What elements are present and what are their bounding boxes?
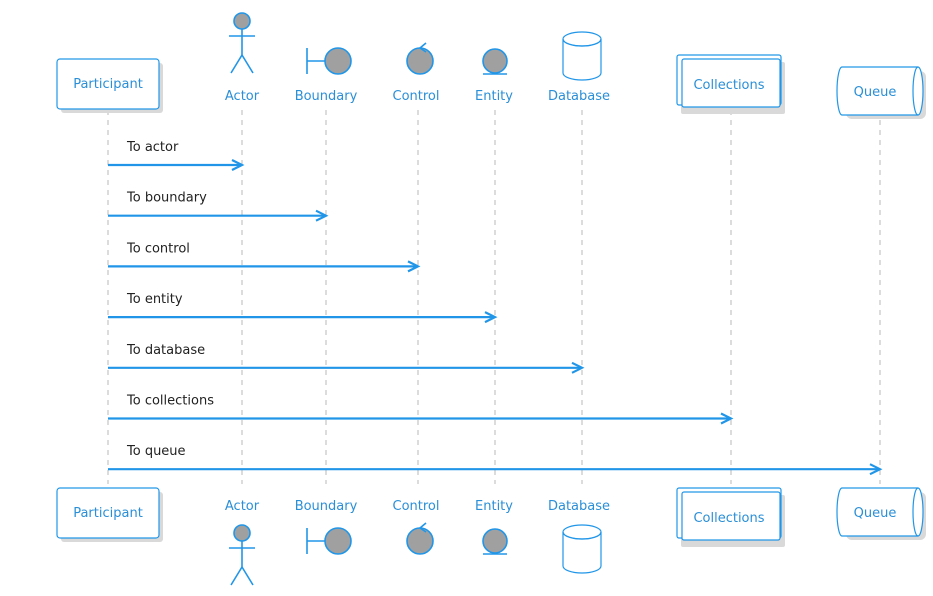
control-icon <box>406 42 434 75</box>
entity-label: Entity <box>475 89 513 104</box>
collections-head-bottom: Collections <box>676 487 785 547</box>
participant-label: Participant <box>73 506 143 521</box>
actor-head-top: Actor <box>225 12 260 104</box>
bottom-participant-heads: Participant Actor Boundary Control Entity Dat… <box>56 487 926 586</box>
arrowhead <box>231 159 245 171</box>
lifelines <box>107 110 881 484</box>
message-label: To database <box>126 343 205 358</box>
control-label: Control <box>393 499 440 514</box>
collections-head-top: Collections <box>676 54 785 114</box>
boundary-icon <box>306 47 352 75</box>
queue-label: Queue <box>854 506 897 521</box>
participant-head-bottom: Participant <box>56 487 163 542</box>
control-label: Control <box>393 89 440 104</box>
boundary-label: Boundary <box>295 89 358 104</box>
participant-box <box>56 58 160 110</box>
actor-label: Actor <box>225 499 260 514</box>
arrowhead <box>571 361 585 374</box>
database-icon <box>562 31 602 81</box>
queue-head-top: Queue <box>836 66 926 119</box>
arrowhead <box>407 260 421 273</box>
database-head-top: Database <box>548 31 610 104</box>
arrowhead <box>720 412 734 425</box>
messages: To actor To boundary To control To entityTo… <box>108 140 883 476</box>
message-label: To actor <box>126 140 179 155</box>
message-control: To control <box>108 241 421 273</box>
control-icon <box>406 522 434 555</box>
database-icon <box>562 524 602 574</box>
collections-box <box>681 58 781 108</box>
actor-icon <box>229 524 255 586</box>
message-entity: To entity <box>108 292 498 324</box>
message-database: To database <box>108 343 585 374</box>
message-queue: To queue <box>108 444 883 476</box>
boundary-head-bottom: Boundary <box>295 499 358 555</box>
collections-box <box>681 491 781 541</box>
control-head-top: Control <box>393 42 440 104</box>
arrowhead <box>869 463 883 476</box>
message-boundary: To boundary <box>108 191 329 222</box>
boundary-head-top: Boundary <box>295 47 358 104</box>
entity-label: Entity <box>475 499 513 514</box>
boundary-label: Boundary <box>295 499 358 514</box>
database-head-bottom: Database <box>548 499 610 574</box>
actor-label: Actor <box>225 89 260 104</box>
actor-icon <box>229 12 255 74</box>
arrowhead <box>484 311 498 324</box>
entity-head-bottom: Entity <box>475 499 513 555</box>
participant-label: Participant <box>73 77 143 92</box>
participant-box <box>56 487 160 539</box>
message-label: To control <box>126 241 190 256</box>
queue-head-bottom: Queue <box>836 487 926 540</box>
collections-label: Collections <box>693 78 764 93</box>
boundary-icon <box>306 527 352 555</box>
participant-head-top: Participant <box>56 58 163 113</box>
actor-head-bottom: Actor <box>225 499 260 586</box>
entity-head-top: Entity <box>475 48 513 104</box>
database-label: Database <box>548 499 610 514</box>
message-label: To collections <box>126 394 214 409</box>
collections-label: Collections <box>693 511 764 526</box>
message-collections: To collections <box>108 394 734 425</box>
message-label: To queue <box>126 444 186 459</box>
entity-icon <box>482 528 508 555</box>
message-label: To boundary <box>126 191 207 206</box>
queue-label: Queue <box>854 85 897 100</box>
message-actor: To actor <box>108 140 245 171</box>
arrowhead <box>315 209 329 222</box>
message-label: To entity <box>126 292 183 307</box>
entity-icon <box>482 48 508 75</box>
control-head-bottom: Control <box>393 499 440 555</box>
database-label: Database <box>548 89 610 104</box>
